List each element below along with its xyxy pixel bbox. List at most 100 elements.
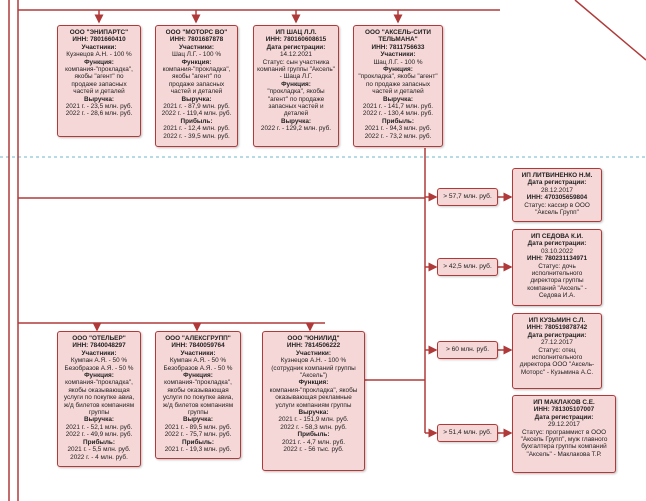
revenue-2021: 2021 г. - 151,9 млн. руб. [278,416,349,424]
registration-date: 29.12.2017 [548,421,580,429]
ip-inn: ИНН: 780231134971 [526,255,588,263]
ip-box-shats: ИП ШАЦ Л.Л. ИНН: 780160608615 Дата регис… [253,25,339,147]
company-title: ООО "АЛЕКСГРУПП" [165,335,231,342]
ip-box-kuzmin: ИП КУЗЬМИН С.Л. ИНН: 780519878742 Дата р… [512,313,602,389]
company-inn: ИНН: 7840048297 [72,342,126,350]
revenue-heading: Выручка: [83,416,115,424]
function-value: компания-"прокладка", якобы "агент" по п… [65,66,133,96]
amount-label-1: > 57,7 млн. руб. [437,188,498,206]
ip-inn: ИНН: 780519878742 [526,324,588,332]
registration-date: 03.10.2022 [541,247,573,255]
profit-2021: 2021 г. - 5,5 млн. руб. [67,446,131,454]
revenue-heading: Выручка: [182,416,214,424]
company-inn: ИНН: 7801687878 [169,36,224,44]
status-value: Статус: дочь исполнительного директора г… [527,262,587,300]
ip-title: ИП ЛИТВИНЕНКО Н.М. [521,172,593,179]
participant-1: Кузнецов А.Н. - 100 % (сотрудник компани… [271,357,356,380]
revenue-2022: 2022 г. - 49,9 млн. руб. [65,431,133,439]
participant-1: Кумпан А.Я. - 50 % [70,357,128,365]
company-box-eniparts: ООО "ЭНИПАРТС" ИНН: 7801660410 Участники… [57,25,141,137]
company-box-yunilid: ООО "ЮНИЛИД" ИНН: 7814506222 Участники: … [262,331,365,471]
ip-title: ИП СЕДОВА К.И. [530,233,584,240]
revenue-2022: 2022 г. - 58,3 млн. руб. [280,423,347,431]
registration-heading: Дата регистрации: [527,331,587,339]
profit-2021: 2021 г. - 94,3 млн. руб. [364,125,432,133]
participant-1: Кумпан А.Я. - 50 % [169,357,227,365]
participant-2: Безобразов А.Я. - 50 % [64,364,134,372]
ip-title: ИП МАКЛАКОВ С.Е. [533,399,595,406]
revenue-2021: 2021 г. - 23,5 млн. руб. [65,103,133,111]
diagonal-line [574,0,646,61]
profit-2022: 2022 г. - 4 млн. руб. [70,453,128,461]
participants-value: Шац Л.Г. - 100 % [171,51,222,59]
participant-2: Безобразов А.Я. - 50 % [163,364,233,372]
company-title: ООО "ЮНИЛИД" [287,335,340,342]
registration-heading: Дата регистрации: [266,43,326,51]
amount-label-4: > 51,4 млн. руб. [437,424,498,442]
function-value: "прокладка", якобы "агент" по продаже за… [358,73,438,96]
company-inn: ИНН: 7801660410 [72,36,126,44]
function-value: компания-"прокладка", якобы "агент" по п… [162,66,231,96]
revenue-heading: Выручка: [83,95,115,103]
participants-heading: Участники: [81,43,117,51]
profit-heading: Прибыль: [382,117,414,125]
status-value: Статус: отец исполнительного директора О… [519,346,595,376]
ip-box-litvinenko: ИП ЛИТВИНЕНКО Н.М. Дата регистрации: 28.… [512,168,602,222]
company-inn: ИНН: 7840059764 [171,342,225,350]
profit-2021: 2021 г. - 4,7 млн. руб. [281,438,346,446]
revenue-2021: 2021 г. - 87,9 млн. руб. [163,103,230,111]
status-value: Статус: кассир в ООО "Аксель Групп" [524,201,590,217]
company-title: ИП ШАЦ Л.Л. [275,29,317,36]
revenue-2022: 2022 г. - 129,2 млн. руб. [260,125,332,133]
function-heading: Функция: [181,58,212,66]
company-box-aleksgrupp: ООО "АЛЕКСГРУПП" ИНН: 7840059764 Участни… [155,331,241,459]
profit-2021: 2021 г. - 12,4 млн. руб. [163,125,230,133]
participants-heading: Участники: [179,43,214,51]
participants-heading: Участники: [296,349,331,357]
company-inn: ИНН: 7811756633 [371,43,425,51]
profit-2022: 2022 г. - 73,2 млн. руб. [364,132,432,140]
ip-inn: ИНН: 470305659804 [526,194,588,202]
profit-heading: Прибыль: [180,117,213,125]
company-title: ООО "МОТОРС ВО" [165,29,228,36]
ip-box-maklakov: ИП МАКЛАКОВ С.Е. ИНН: 781305107007 Дата … [512,395,616,473]
amount-label-2: > 42,5 млн. руб. [437,258,498,276]
company-box-motors-vo: ООО "МОТОРС ВО" ИНН: 7801687878 Участник… [155,25,238,147]
function-heading: Функция: [298,379,329,387]
participants-heading: Участники: [380,51,416,59]
profit-heading: Прибыль: [83,438,115,446]
ip-inn: ИНН: 781305107007 [533,406,595,414]
company-inn: ИНН: 780160608615 [265,36,327,44]
participants-heading: Участники: [81,349,117,357]
revenue-2022: 2022 г. - 130,4 млн. руб. [362,110,434,118]
status-value: Статус: сын участника компаний группы "А… [257,58,335,81]
function-heading: Функция: [84,58,114,66]
company-box-otelier: ООО "ОТЕЛЬЕР" ИНН: 7840048297 Участники:… [57,331,141,467]
ip-title: ИП КУЗЬМИН С.Л. [528,317,586,324]
ip-box-sedova: ИП СЕДОВА К.И. Дата регистрации: 03.10.2… [512,229,602,306]
revenue-2022: 2022 г. - 75,7 млн. руб. [164,431,232,439]
registration-date: 27.12.2017 [541,339,573,347]
function-value: компания-"прокладка", якобы оказывающая … [63,379,135,417]
function-value: компания-"прокладка", якобы оказывающая … [162,379,234,417]
registration-date: 28.12.2017 [541,186,573,194]
revenue-2021: 2021 г. - 89,5 млн. руб. [164,423,232,431]
participants-value: Кузнецов А.Н. - 100 % [66,51,132,59]
function-heading: Функция: [383,66,413,74]
function-value: компания-"прокладка", якобы оказывающая … [269,386,358,409]
profit-heading: Прибыль: [297,431,330,439]
revenue-heading: Выручка: [181,95,212,103]
revenue-heading: Выручка: [382,95,414,103]
profit-heading: Прибыль: [182,438,214,446]
revenue-2021: 2021 г. - 52,1 млн. руб. [65,423,133,431]
company-box-aksel-siti: ООО "АКСЕЛЬ-СИТИ ТЕЛЬМАНА" ИНН: 78117566… [353,25,443,147]
company-title: ООО "ЭНИПАРТС" [69,29,129,36]
revenue-heading: Выручка: [298,409,329,417]
company-inn: ИНН: 7814506222 [286,342,341,350]
registration-date: 14.12.2021 [280,51,312,59]
amount-label-3: > 60 млн. руб. [437,341,498,359]
company-title: ООО "АКСЕЛЬ-СИТИ ТЕЛЬМАНА" [365,29,431,44]
profit-2022: 2022 г. - 39,5 млн. руб. [163,132,230,140]
